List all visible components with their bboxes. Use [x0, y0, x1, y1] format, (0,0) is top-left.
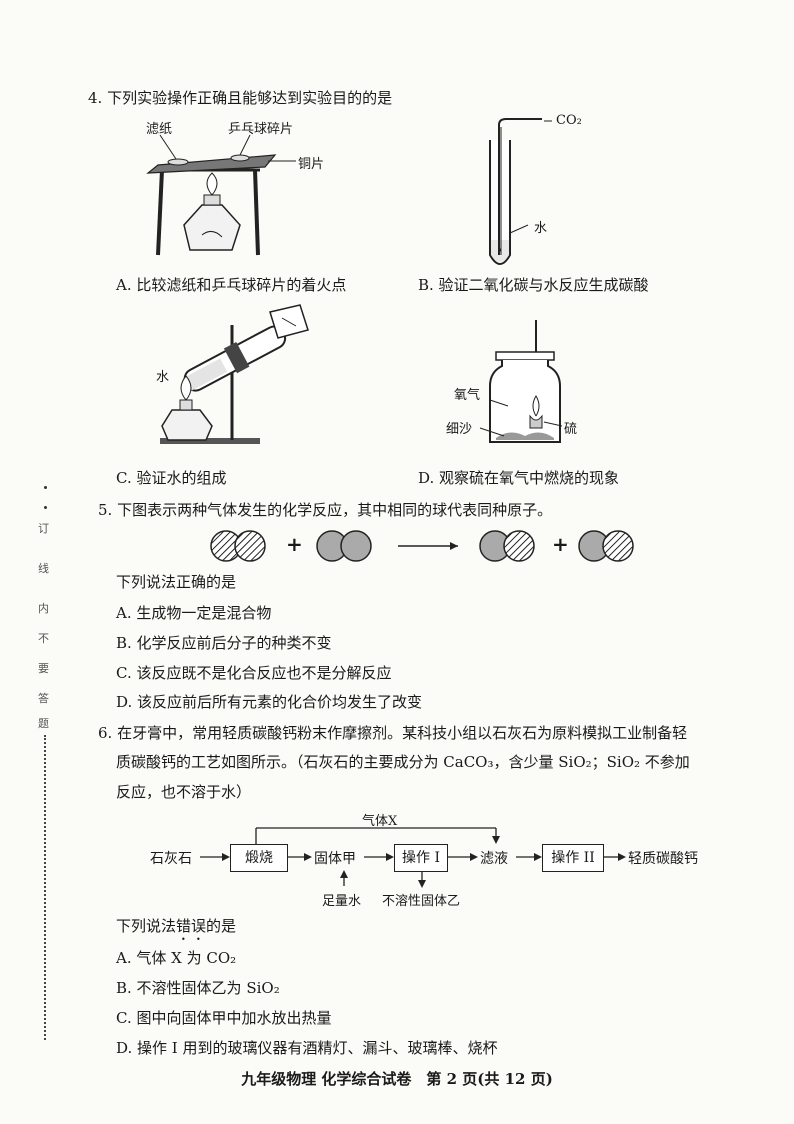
margin-char: 题: [38, 717, 49, 730]
q4-stem: 4. 下列实验操作正确且能够达到实验目的的是: [88, 89, 393, 107]
flow-solid-a: 固体甲: [314, 851, 356, 867]
q6-stem-line2: 质碳酸钙的工艺如图所示。（石灰石的主要成分为 CaCO₃，含少量 SiO₂；Si…: [116, 753, 690, 771]
sulfur-burning-jar: [479, 320, 563, 443]
q6-process-flowchart: 气体X 石灰石 煅烧 固体甲 操作 I 滤液 操作 II 轻质碳酸钙 足量水 不…: [150, 808, 720, 909]
label-sand: 细沙: [446, 422, 473, 437]
margin-char: 不: [38, 632, 49, 645]
q6-prompt-pre: 下列说法: [116, 917, 177, 935]
q4-figure-d: 氧气 细沙 硫: [446, 320, 610, 450]
label-oxygen: 氧气: [454, 388, 481, 403]
flow-water: 足量水: [322, 894, 362, 909]
flow-product: 轻质碳酸钙: [628, 851, 698, 867]
q6-stem-line1: 6. 在牙膏中，常用轻质碳酸钙粉末作摩擦剂。某科技小组以石灰石为原料模拟工业制备…: [98, 724, 688, 742]
label-filter-paper: 滤纸: [146, 122, 173, 137]
q5-reaction-diagram: + +: [200, 526, 650, 566]
q5-stem: 5. 下图表示两种气体发生的化学反应，其中相同的球代表同种原子。: [98, 501, 553, 519]
margin-dot: [44, 506, 47, 509]
q5-prompt: 下列说法正确的是: [116, 573, 237, 591]
q6-stem-line3: 反应，也不溶于水）: [116, 783, 252, 801]
label-water-c: 水: [156, 370, 170, 385]
flow-filtrate: 滤液: [480, 851, 508, 867]
q4-figure-a: 滤纸 乒乓球碎片 铜片: [140, 115, 370, 265]
q4-option-b: B. 验证二氧化碳与水反应生成碳酸: [418, 276, 649, 294]
q6-option-b: B. 不溶性固体乙为 SiO₂: [116, 979, 280, 997]
q4-option-d: D. 观察硫在氧气中燃烧的现象: [418, 469, 620, 487]
q5-option-a: A. 生成物一定是混合物: [116, 604, 272, 622]
flow-gas-x: 气体X: [362, 814, 398, 829]
plus-sign: +: [286, 532, 303, 556]
water-heating-apparatus: [160, 304, 309, 444]
q5-option-c: C. 该反应既不是化合反应也不是分解反应: [116, 664, 392, 682]
q6-prompt-emphasis: 错误: [176, 917, 207, 935]
flow-limestone: 石灰石: [150, 851, 192, 867]
page-footer: 九年级物理 化学综合试卷 第 2 页(共 12 页): [241, 1070, 553, 1088]
q4-option-c: C. 验证水的组成: [116, 469, 227, 487]
flow-op1-box: 操作 I: [394, 844, 448, 872]
margin-dot: [44, 486, 47, 489]
label-sulfur: 硫: [564, 422, 578, 437]
margin-dotted-line: [44, 735, 48, 1040]
plus-sign: +: [552, 532, 569, 556]
flow-insoluble: 不溶性固体乙: [382, 894, 461, 909]
q6-prompt-post: 的是: [206, 917, 237, 935]
q6-option-c: C. 图中向固体甲中加水放出热量: [116, 1009, 332, 1027]
q5-option-b: B. 化学反应前后分子的种类不变: [116, 634, 332, 652]
ignition-point-apparatus: [146, 154, 277, 256]
margin-char: 要: [38, 662, 49, 675]
molecule-reaction: [210, 530, 634, 562]
label-pingpong: 乒乓球碎片: [228, 122, 294, 137]
label-co2: CO₂: [556, 113, 582, 128]
label-copper: 铜片: [298, 157, 325, 172]
margin-char: 线: [38, 562, 49, 575]
label-water-b: 水: [534, 221, 548, 236]
margin-char: 内: [38, 602, 49, 615]
q4-option-a: A. 比较滤纸和乒乓球碎片的着火点: [116, 276, 347, 294]
margin-char: 答: [38, 692, 49, 705]
q6-prompt: 下列说法错误的是: [116, 916, 236, 944]
q6-option-a: A. 气体 X 为 CO₂: [116, 949, 237, 967]
flow-op2-box: 操作 II: [542, 844, 604, 872]
flowchart-arrows: [200, 827, 626, 888]
label-leaders: [159, 134, 296, 162]
q5-option-d: D. 该反应前后所有元素的化合价均发生了改变: [116, 693, 423, 711]
q4-figure-b: CO₂ 水: [480, 113, 610, 275]
margin-char: 订: [38, 522, 49, 535]
co2-test-tube: [489, 118, 552, 265]
q6-option-d: D. 操作 I 用到的玻璃仪器有酒精灯、漏斗、玻璃棒、烧杯: [116, 1039, 498, 1057]
flow-calcine-box: 煅烧: [230, 844, 288, 872]
q4-figure-c: 水: [150, 300, 320, 450]
